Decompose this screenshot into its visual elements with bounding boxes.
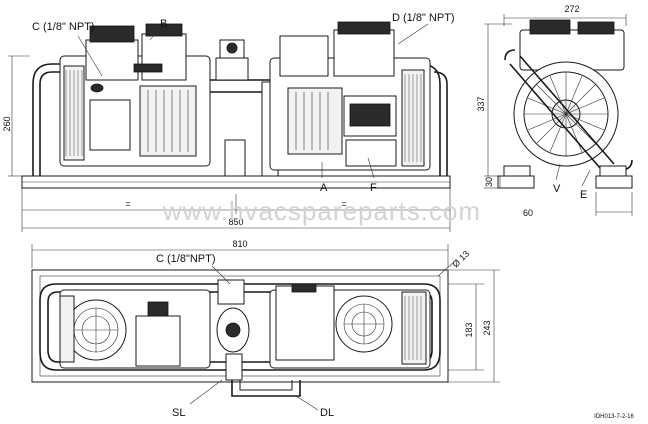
dim-60: 60 xyxy=(523,208,533,218)
front-frame-tube xyxy=(39,71,80,176)
dim-243: 243 xyxy=(482,320,492,335)
side-pipe xyxy=(509,55,615,169)
label-c-front: C (1/8" NPT) xyxy=(32,21,95,33)
label-a: A xyxy=(320,182,328,194)
dim-810: 810 xyxy=(232,239,247,249)
dim-337: 337 xyxy=(476,96,486,111)
dim-dia-13: Ø 13 xyxy=(450,249,471,270)
front-view: C (1/8" NPT) B D (1/8" NPT) A F 260 = = … xyxy=(2,12,455,232)
label-c-top: C (1/8"NPT) xyxy=(156,253,216,265)
right-compressor-top xyxy=(269,283,431,369)
dim-850: 850 xyxy=(228,217,243,227)
dim-equal-left: = xyxy=(125,199,130,209)
left-compressor-front xyxy=(59,23,211,167)
center-valve-top xyxy=(216,279,250,381)
label-d: D (1/8" NPT) xyxy=(392,12,455,24)
dim-30: 30 xyxy=(484,177,494,187)
label-b: B xyxy=(160,18,167,30)
dim-272: 272 xyxy=(564,4,579,14)
right-compressor-front xyxy=(269,21,431,171)
dim-183: 183 xyxy=(464,322,474,337)
center-valve-front xyxy=(215,39,279,177)
left-compressor-top xyxy=(59,289,211,369)
label-e: E xyxy=(580,189,587,201)
drawing-code: IDH013-7-2-16 xyxy=(594,414,634,420)
label-sl: SL xyxy=(172,407,185,419)
top-view: C (1/8"NPT) SL DL 810 Ø 13 183 243 xyxy=(31,239,500,419)
watermark: www.hvacspareparts.com xyxy=(162,196,481,226)
label-v: V xyxy=(553,183,561,195)
dim-260: 260 xyxy=(2,116,12,131)
side-view: 272 337 30 60 V E xyxy=(476,4,633,218)
label-dl: DL xyxy=(320,407,334,419)
dim-equal-right: = xyxy=(341,199,346,209)
label-f: F xyxy=(370,182,377,194)
